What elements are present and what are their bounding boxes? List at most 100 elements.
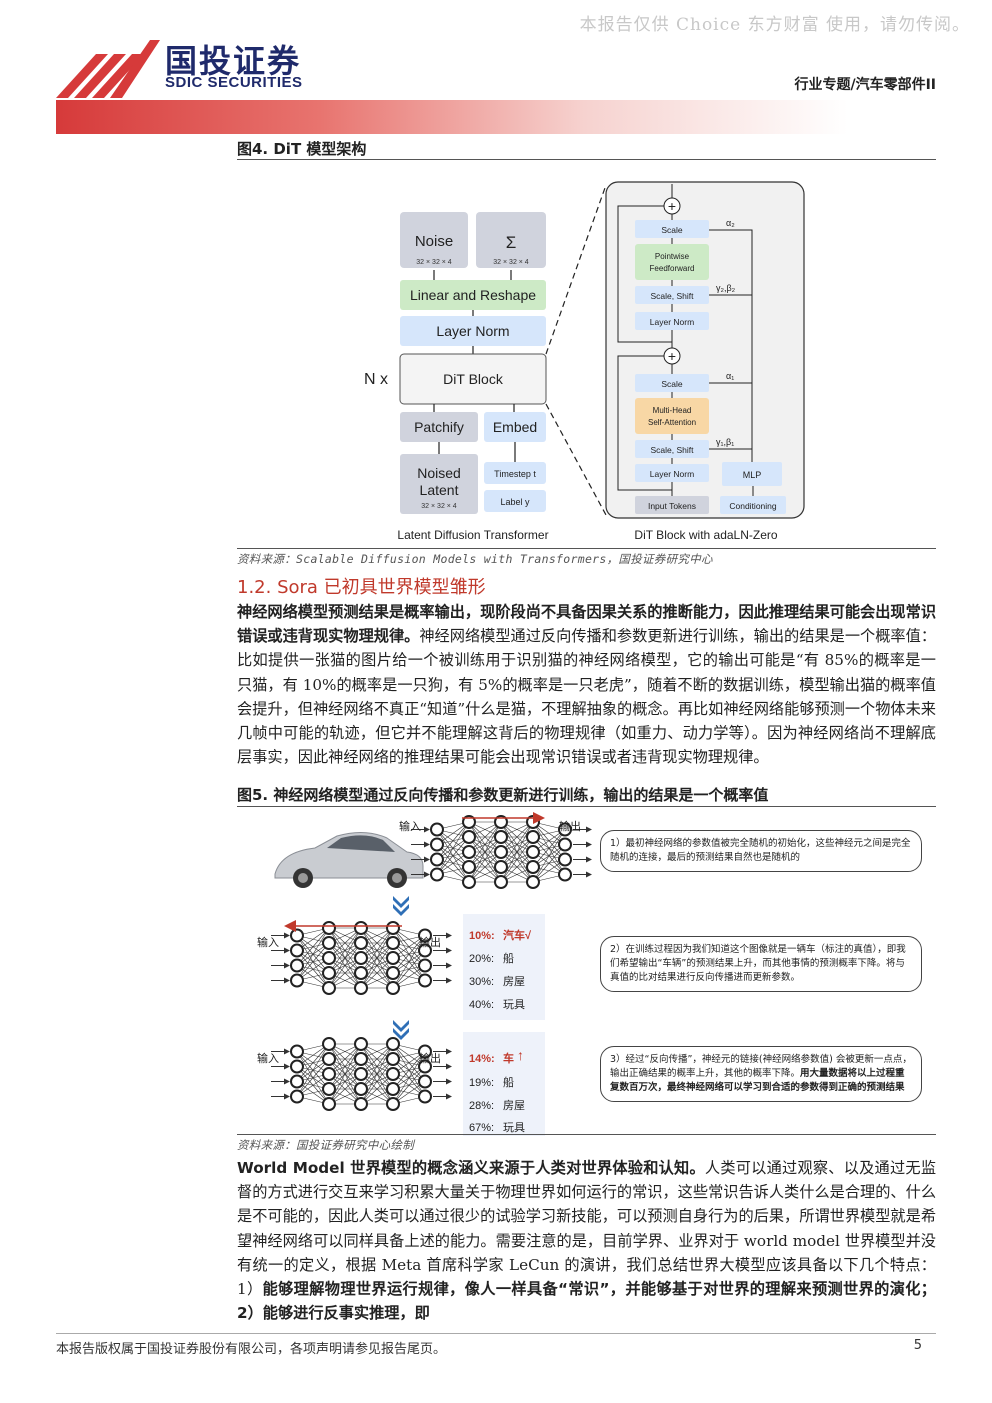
neuron-node bbox=[494, 875, 508, 889]
section-heading: 1.2. Sora 已初具世界模型雏形 bbox=[237, 577, 486, 598]
neuron-node bbox=[418, 1089, 432, 1104]
scale-mid-label: Scale bbox=[661, 379, 683, 389]
net2-input-label: 输入 bbox=[257, 935, 279, 949]
neuron-node bbox=[494, 845, 508, 859]
alpha2-label: α₂ bbox=[726, 218, 735, 228]
neuron-node bbox=[558, 822, 572, 837]
prob-after-3-value: 67%: bbox=[469, 1122, 494, 1134]
scale-shift-1-box bbox=[635, 440, 709, 458]
figure5-rule-bottom bbox=[237, 1134, 936, 1135]
neuron-node bbox=[354, 936, 368, 950]
noised-label-1: Noised bbox=[417, 465, 461, 481]
neuron-node bbox=[558, 837, 572, 852]
neural-network-1 bbox=[411, 815, 592, 889]
scale-mid-box bbox=[635, 374, 709, 392]
n-times-label: N x bbox=[364, 371, 388, 388]
probs-before-panel bbox=[463, 914, 545, 1020]
neuron-node bbox=[418, 1044, 432, 1059]
noised-latent-box bbox=[400, 454, 478, 514]
prob-after-0-label: 车 bbox=[503, 1051, 514, 1065]
neuron-node bbox=[290, 1089, 304, 1104]
neuron-node bbox=[462, 830, 476, 844]
figure4-source: 资料来源：Scalable Diffusion Models with Tran… bbox=[237, 552, 713, 566]
neuron-node bbox=[290, 973, 304, 988]
neuron-node bbox=[322, 966, 336, 980]
timestep-box bbox=[484, 462, 546, 484]
neuron-node bbox=[386, 966, 400, 980]
neuron-node bbox=[430, 837, 444, 852]
scale-top-box bbox=[635, 220, 709, 238]
net1-input-label: 输入 bbox=[399, 819, 421, 833]
alpha1-label: α₁ bbox=[726, 371, 734, 381]
noise-dim: 32 × 32 × 4 bbox=[416, 259, 452, 266]
footer-rule bbox=[56, 1333, 936, 1334]
car-image bbox=[274, 832, 424, 888]
net1-output-label: 输出 bbox=[559, 819, 581, 833]
figure5-title: 图5. 神经网络模型通过反向传播和参数更新进行训练，输出的结果是一个概率值 bbox=[237, 786, 769, 804]
figure4-title: 图4. DiT 模型架构 bbox=[237, 140, 367, 158]
note-3: 3）经过“反向传播”，神经元的链接(神经网络参数值) 会被更新一点点，输出正确结… bbox=[600, 1046, 922, 1102]
net3-output-label: 输出 bbox=[419, 1051, 441, 1065]
net2-output-label: 输出 bbox=[419, 935, 441, 949]
neuron-node bbox=[418, 973, 432, 988]
neuron-node bbox=[354, 1052, 368, 1066]
neuron-node bbox=[386, 951, 400, 965]
probs-after-list: 14%: 车 ↑ 19%: 船 28%: 房屋 67%: 玩具 bbox=[469, 1047, 525, 1134]
pointwise-box bbox=[635, 244, 709, 280]
mha-label-2: Self-Attention bbox=[648, 418, 696, 427]
label-y-label: Label y bbox=[500, 497, 530, 507]
neuron-node bbox=[418, 958, 432, 973]
down-arrow-icon-1 bbox=[393, 896, 409, 916]
label-y-box bbox=[484, 490, 546, 512]
neuron-node bbox=[290, 1044, 304, 1059]
neuron-node bbox=[494, 860, 508, 874]
prob-before-2-label: 房屋 bbox=[503, 975, 525, 988]
sigma-label: Σ bbox=[506, 233, 517, 252]
scale-top-label: Scale bbox=[661, 225, 683, 235]
neuron-node bbox=[322, 1052, 336, 1066]
neuron-node bbox=[290, 928, 304, 943]
neuron-node bbox=[322, 1097, 336, 1111]
prob-before-3-label: 玩具 bbox=[503, 998, 525, 1011]
prob-before-3-value: 40%: bbox=[469, 999, 494, 1011]
paragraph-2-bold-lead: World Model 世界模型的概念涵义来源于人类对世界体验和认知。 bbox=[237, 1159, 705, 1177]
mlp-label: MLP bbox=[743, 470, 762, 480]
note-3-bold: 用大量数据将以上过程重复数百万次，最终神经网络可以学习到合适的参数得到正确的预测… bbox=[610, 1068, 905, 1093]
brand-name-cn: 国投证券 bbox=[165, 42, 302, 80]
linear-reshape-label: Linear and Reshape bbox=[410, 287, 536, 303]
plus-top-label: + bbox=[668, 198, 676, 214]
layer-norm-box bbox=[400, 316, 546, 346]
footer-text: 本报告版权属于国投证券股份有限公司，各项声明请参见报告尾页。 bbox=[56, 1342, 447, 1357]
neuron-node bbox=[386, 921, 400, 935]
neuron-node bbox=[386, 936, 400, 950]
mlp-box bbox=[722, 462, 782, 486]
neuron-node bbox=[558, 852, 572, 867]
down-arrow-icon-2 bbox=[393, 1020, 409, 1040]
neuron-node bbox=[418, 928, 432, 943]
paragraph-2-normal: 人类可以通过观察、以及通过无监督的方式进行交互来学习积累大量关于物理世界如何运行… bbox=[237, 1159, 936, 1299]
paragraph-2: World Model 世界模型的概念涵义来源于人类对世界体验和认知。人类可以通… bbox=[237, 1156, 936, 1326]
figure4-rule-top bbox=[237, 159, 936, 160]
prob-after-2-label: 房屋 bbox=[503, 1099, 525, 1112]
pointwise-label-1: Pointwise bbox=[655, 252, 690, 261]
prob-before-1-value: 20%: bbox=[469, 953, 494, 965]
neural-network-3 bbox=[271, 1037, 452, 1111]
up-arrow-icon: ↑ bbox=[517, 1047, 524, 1063]
neuron-node bbox=[526, 860, 540, 874]
noise-label: Noise bbox=[415, 233, 453, 250]
dit-block-label: DiT Block bbox=[443, 371, 504, 387]
layer-norm-2-box bbox=[635, 312, 709, 330]
neuron-node bbox=[430, 822, 444, 837]
neuron-node bbox=[386, 1082, 400, 1096]
neuron-node bbox=[322, 1082, 336, 1096]
prob-after-1-value: 19%: bbox=[469, 1077, 494, 1089]
prob-before-0-label: 汽车√ bbox=[503, 928, 532, 942]
linear-reshape-box bbox=[400, 280, 546, 310]
paragraph-2-bold-tail: 能够理解物理世界运行规律，像人一样具备“常识”，并能够基于对世界的理解来预测世界… bbox=[237, 1280, 936, 1323]
pointwise-label-2: Feedforward bbox=[650, 264, 695, 273]
note-3-normal: 3）经过“反向传播”，神经元的链接(神经网络参数值) 会被更新一点点，输出正确结… bbox=[610, 1054, 912, 1079]
mha-box bbox=[635, 398, 709, 434]
page-number: 5 bbox=[913, 1338, 922, 1353]
noised-dim: 32 × 32 × 4 bbox=[421, 503, 457, 510]
dit-block-box bbox=[399, 353, 547, 405]
